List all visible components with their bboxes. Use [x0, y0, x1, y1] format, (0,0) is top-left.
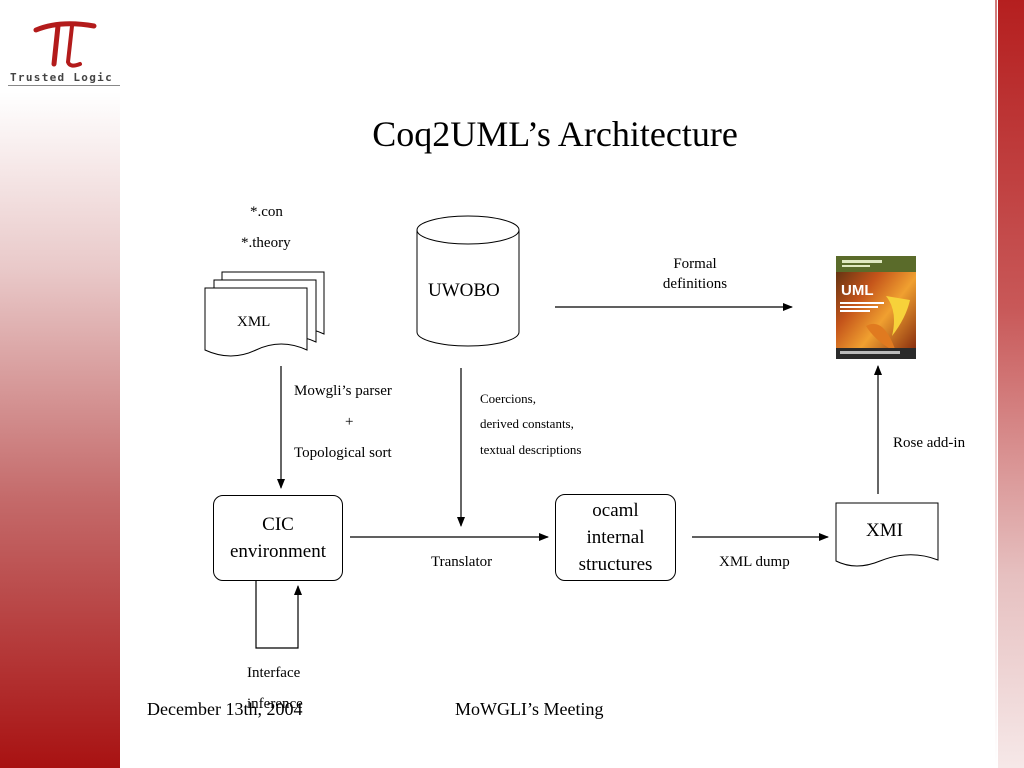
footer-meeting: MoWGLI’s Meeting — [455, 699, 604, 719]
uml-book-cover-image: UML — [836, 256, 916, 359]
parser-label: Mowgli’s parser — [294, 383, 392, 399]
ocaml-line1: ocaml — [592, 500, 639, 521]
trusted-logic-logo — [33, 21, 97, 68]
cic-line1: CIC — [262, 514, 294, 535]
formal-definitions-line1: Formal — [673, 256, 717, 272]
ocaml-line3: structures — [578, 554, 653, 575]
con-file-label: *.con — [250, 204, 283, 220]
theory-file-label: *.theory — [241, 235, 291, 251]
ocaml-line2: internal — [586, 527, 645, 548]
interface-label: Interface — [247, 665, 301, 681]
rose-addin-label: Rose add-in — [893, 435, 966, 451]
right-decorative-line — [995, 0, 997, 768]
xml-dump-label: XML dump — [719, 554, 790, 570]
inference-label: inference — [247, 696, 303, 712]
footer-date: December 13th, 2004 — [147, 699, 303, 719]
xml-document-stack-icon — [204, 271, 325, 357]
logo-underline — [8, 85, 120, 86]
book-title: UML — [841, 282, 874, 299]
cic-line2: environment — [229, 541, 327, 562]
xml-label: XML — [237, 314, 271, 330]
topological-sort-label: Topological sort — [294, 445, 392, 461]
left-decorative-band — [0, 0, 120, 768]
parser-plus-label: + — [345, 414, 354, 430]
uwobo-label: UWOBO — [428, 280, 500, 301]
cic-environment-box: CIC environment — [213, 495, 343, 581]
coercions-line1: Coercions, — [480, 391, 536, 406]
slide-title: Coq2UML’s Architecture — [372, 114, 738, 154]
ocaml-structures-box: ocaml internal structures — [555, 494, 676, 581]
right-decorative-band — [998, 0, 1024, 768]
xmi-label: XMI — [866, 520, 903, 541]
formal-definitions-line2: definitions — [662, 276, 728, 292]
translator-label: Translator — [431, 554, 493, 570]
coercions-line3: textual descriptions — [480, 442, 582, 457]
logo-text: Trusted Logic — [10, 71, 113, 84]
uwobo-database-icon — [416, 215, 520, 347]
arrow-interface-inference-loop — [255, 581, 302, 649]
xmi-document-icon — [835, 502, 939, 567]
coercions-line2: derived constants, — [480, 416, 574, 431]
